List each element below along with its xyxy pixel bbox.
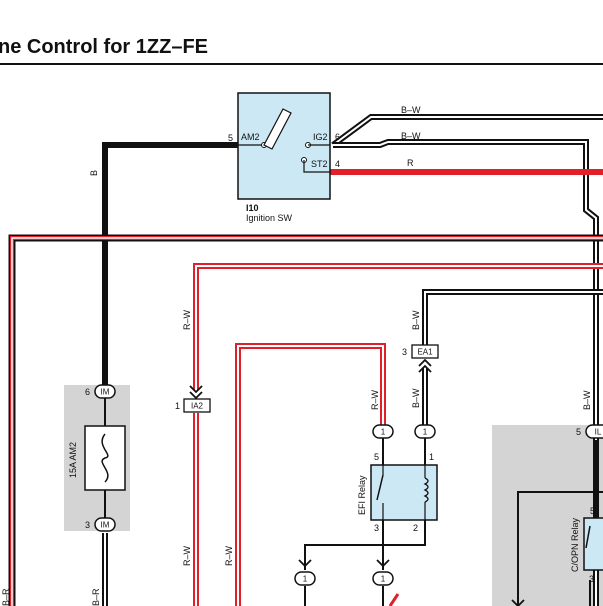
ignition-code: I10 bbox=[246, 203, 259, 213]
wire-label-b-r-a: B–R bbox=[91, 588, 101, 606]
wire-label-r-w-relay: R–W bbox=[370, 389, 380, 410]
wire-lower-accent bbox=[388, 593, 400, 606]
wire-label-r-w-bottom-b: R–W bbox=[224, 545, 234, 566]
fuse-bottom-connector-label: IM bbox=[101, 521, 110, 530]
fuse-label: 15A AM2 bbox=[68, 442, 78, 478]
wire-relay-out-2 bbox=[304, 520, 426, 570]
copn-relay-name: C/OPN Relay bbox=[570, 517, 580, 572]
efi-relay-pin-1: 1 bbox=[429, 452, 434, 462]
ignition-ig2-pin: 6 bbox=[335, 132, 340, 142]
wire-label-b-w-ea1-bottom: B–W bbox=[411, 388, 421, 408]
wire-b-w-mid bbox=[333, 139, 599, 606]
wire-label-b-r-b: B–R bbox=[1, 588, 11, 606]
ignition-st2-pin: 4 bbox=[335, 159, 340, 169]
ignition-switch-blade-icon bbox=[263, 108, 292, 150]
wire-label-b-w-ea1-top: B–W bbox=[411, 310, 421, 330]
junction-relay-in-a: 1 bbox=[372, 424, 394, 439]
ignition-name: Ignition SW bbox=[246, 213, 293, 223]
junction-lower-a: 1 bbox=[294, 571, 316, 586]
copn-loop-arrow-icon bbox=[511, 599, 525, 606]
wire-label-r-w-bottom-a: R–W bbox=[182, 545, 192, 566]
ea1-arrow-icon bbox=[418, 358, 432, 373]
copn-relay-switch-icon bbox=[585, 525, 591, 549]
copn-connector-pin: 5 bbox=[576, 427, 581, 437]
junction-lower-b-label: 1 bbox=[381, 575, 386, 584]
ignition-st2-lead bbox=[303, 160, 330, 173]
junction-relay-in-a-label: 1 bbox=[381, 428, 386, 437]
ia2-connector bbox=[183, 398, 211, 413]
fuse-top-connector-label: IM bbox=[101, 388, 110, 397]
wire-b-am2 bbox=[102, 142, 238, 390]
wire-r-w-relay bbox=[235, 343, 386, 606]
junction-lower-a-label: 1 bbox=[303, 575, 308, 584]
ignition-am2-label: AM2 bbox=[241, 132, 260, 142]
copn-connector-label: IL bbox=[595, 428, 602, 437]
wire-b-w-top bbox=[331, 114, 603, 148]
wire-label-r: R bbox=[407, 158, 414, 168]
efi-relay-name: EFI Relay bbox=[357, 475, 367, 515]
fuse-bottom-connector: IM bbox=[94, 517, 116, 532]
fuse-top-connector: IM bbox=[94, 384, 116, 399]
lower-a-arrow-icon bbox=[298, 559, 312, 568]
page-title: ne Control for 1ZZ–FE bbox=[0, 36, 208, 58]
ignition-ig2-label: IG2 bbox=[313, 132, 328, 142]
wire-b-w-ea1-top bbox=[422, 289, 603, 345]
wire-left-loop bbox=[8, 234, 603, 606]
wire-label-b: B bbox=[89, 170, 99, 176]
efi-relay bbox=[370, 464, 438, 521]
lower-b-arrow-icon bbox=[376, 559, 390, 568]
efi-relay-pin-3: 3 bbox=[374, 523, 379, 533]
wire-label-b-w-top: B–W bbox=[401, 105, 421, 115]
ia2-arrow-icon bbox=[189, 385, 203, 400]
junction-relay-in-b: 1 bbox=[414, 424, 436, 439]
junction-lower-b: 1 bbox=[372, 571, 394, 586]
copn-relay-pin-5: 5 bbox=[590, 506, 595, 516]
fuse-element-icon bbox=[101, 433, 109, 483]
ia2-pin: 1 bbox=[175, 401, 180, 411]
fuse-top-pin: 6 bbox=[85, 387, 90, 397]
ia2-label: IA2 bbox=[191, 402, 204, 411]
wire-label-b-w-right: B–W bbox=[582, 390, 592, 410]
efi-relay-pin-2: 2 bbox=[413, 523, 418, 533]
efi-relay-coil-icon bbox=[423, 477, 429, 503]
copn-connector: IL bbox=[585, 424, 603, 439]
fuse-bottom-pin: 3 bbox=[85, 520, 90, 530]
efi-relay-switch-blade-icon bbox=[376, 474, 384, 501]
wire-r-w-ia2 bbox=[193, 263, 603, 390]
ea1-pin: 3 bbox=[402, 347, 407, 357]
ignition-st2-label: ST2 bbox=[311, 159, 328, 169]
wire-copn-loop bbox=[517, 491, 603, 606]
efi-relay-pin-5: 5 bbox=[374, 452, 379, 462]
junction-relay-in-b-label: 1 bbox=[423, 428, 428, 437]
wire-label-b-w-mid: B–W bbox=[401, 131, 421, 141]
copn-relay-pin-3: 3 bbox=[589, 574, 594, 584]
ea1-label: EA1 bbox=[417, 348, 433, 357]
ignition-am2-pin: 5 bbox=[228, 133, 233, 143]
copn-relay-shade bbox=[492, 425, 603, 606]
wire-label-r-w-left: R–W bbox=[182, 309, 192, 330]
ea1-connector bbox=[411, 344, 439, 359]
